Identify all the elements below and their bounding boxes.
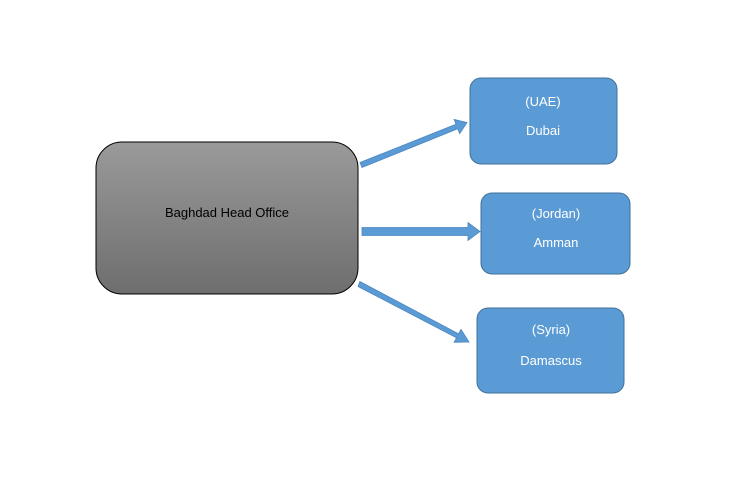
branch-node-syria: (Syria) Damascus [476, 307, 625, 394]
head-office-label: Baghdad Head Office [165, 205, 289, 220]
arrow-to-uae [359, 118, 468, 169]
branch-node-uae: (UAE) Dubai [469, 77, 618, 165]
arrows [357, 118, 481, 343]
branch-node-jordan: (Jordan) Amman [480, 192, 631, 275]
branch-country-uae: (UAE) [525, 94, 560, 109]
branch-city-uae: Dubai [526, 123, 560, 138]
head-office-node: Baghdad Head Office [95, 141, 359, 295]
branch-box-jordan [480, 192, 631, 275]
branch-city-syria: Damascus [520, 353, 582, 368]
branch-city-jordan: Amman [534, 235, 579, 250]
branch-box-uae [469, 77, 618, 165]
arrow-to-syria [357, 280, 470, 343]
arrow-to-jordan [361, 221, 481, 242]
branch-country-syria: (Syria) [532, 322, 570, 337]
branch-country-jordan: (Jordan) [532, 206, 580, 221]
branch-box-syria [476, 307, 625, 394]
head-office-box [95, 141, 359, 295]
